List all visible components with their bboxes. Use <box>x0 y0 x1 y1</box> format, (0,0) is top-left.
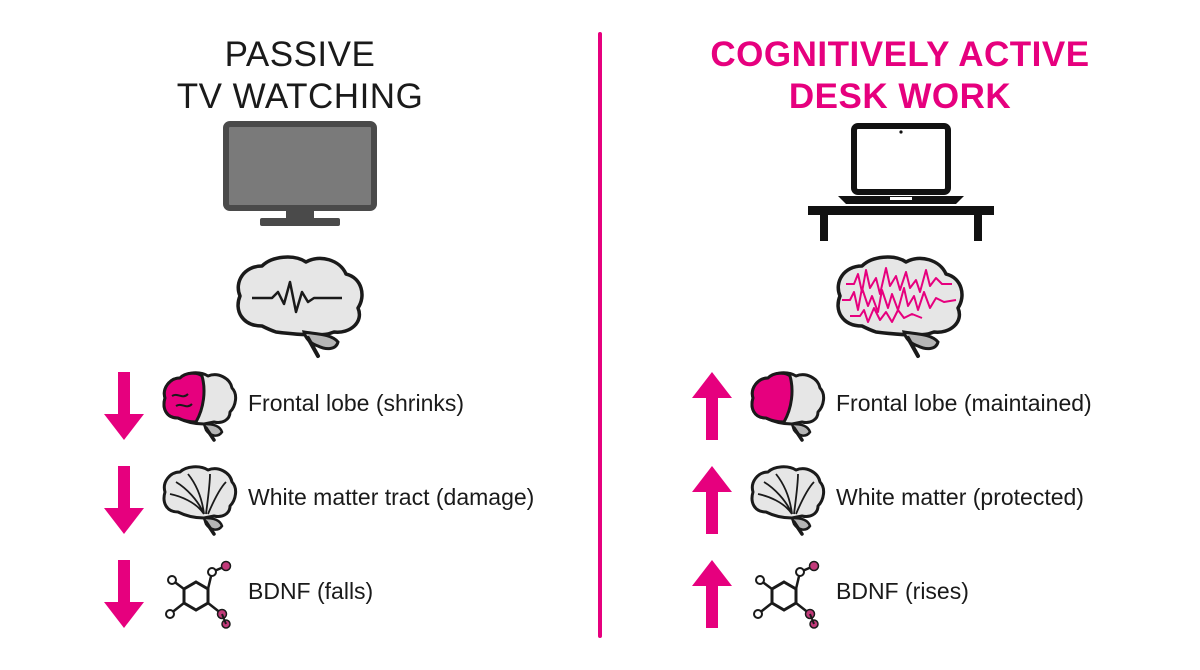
passive-tv-panel: PASSIVE TV WATCHING Frontal lobe (shrink… <box>0 34 600 629</box>
panel-title: PASSIVE TV WATCHING <box>0 34 600 118</box>
item-label: BDNF (falls) <box>248 578 374 604</box>
item-label: Frontal lobe (shrinks) <box>248 390 465 416</box>
arrow-down-icon <box>104 466 144 534</box>
molecule-icon <box>753 560 820 629</box>
white-matter-brain-icon <box>750 465 826 536</box>
arrow-down-icon <box>104 372 144 440</box>
panel-title: COGNITIVELY ACTIVE DESK WORK <box>600 34 1200 118</box>
active-desk-work-panel: COGNITIVELY ACTIVE DESK WORK Frontal lob… <box>600 0 1200 670</box>
title-line-2: DESK WORK <box>788 77 1012 116</box>
calm-brain-wave-icon <box>236 255 364 358</box>
arrow-up-icon <box>692 372 732 440</box>
item-label: White matter tract (damage) <box>248 484 535 510</box>
item-label: BDNF (rises) <box>836 578 969 604</box>
laptop-on-desk-icon <box>808 123 994 241</box>
arrow-up-icon <box>692 560 732 628</box>
item-label: Frontal lobe (maintained) <box>836 390 1092 416</box>
arrow-up-icon <box>692 466 732 534</box>
title-line-1: PASSIVE <box>224 35 376 74</box>
panel-divider <box>598 32 602 638</box>
title-line-1: COGNITIVELY ACTIVE <box>710 35 1090 74</box>
title-line-2: TV WATCHING <box>176 77 424 116</box>
active-brain-wave-icon <box>836 255 964 358</box>
item-label: White matter (protected) <box>836 484 1084 510</box>
frontal-lobe-brain-icon <box>750 371 826 442</box>
frontal-lobe-brain-icon <box>162 371 238 442</box>
arrow-down-icon <box>104 560 144 628</box>
television-icon <box>223 121 377 226</box>
white-matter-brain-icon <box>162 465 238 536</box>
molecule-icon <box>165 560 232 629</box>
